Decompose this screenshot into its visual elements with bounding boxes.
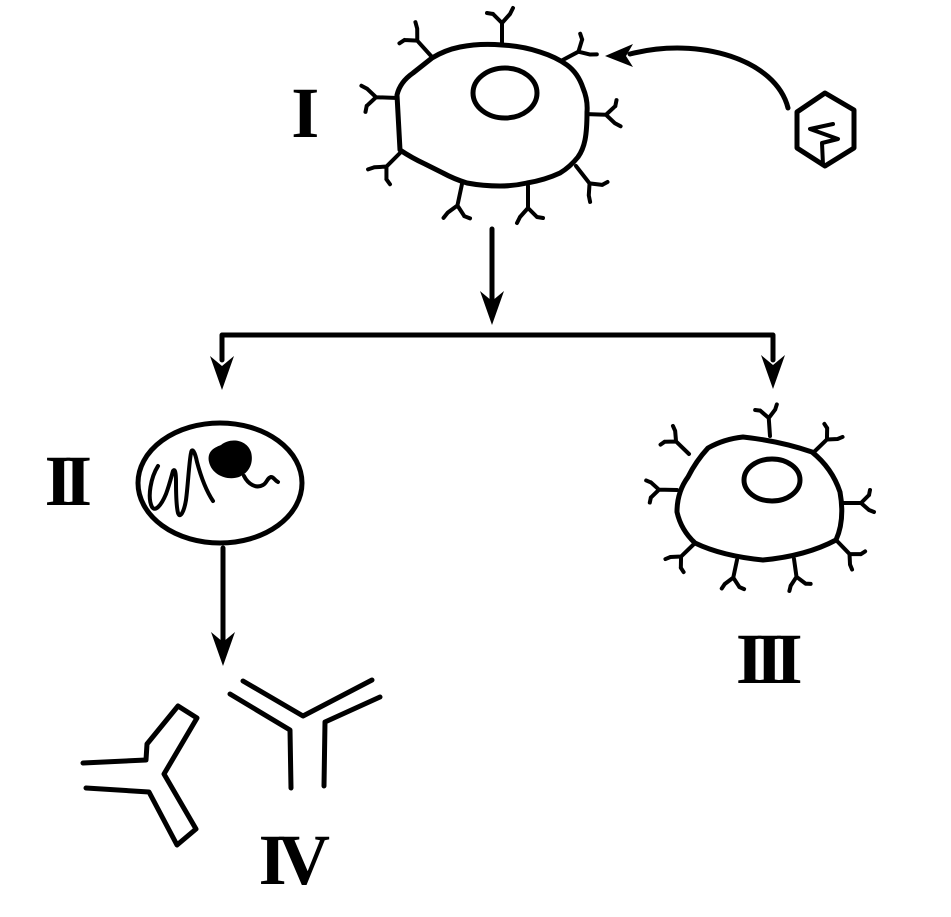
receptor-icon	[515, 184, 545, 225]
label-cell-III: III	[736, 619, 801, 699]
antibody-left-inner-arm-stem	[227, 691, 294, 791]
arrowhead-icon	[480, 291, 504, 325]
b-cell-with-receptors-icon	[360, 6, 621, 226]
b-cell-nucleus	[470, 65, 540, 121]
arrow-curve	[627, 45, 791, 111]
antibody-right-inner-arm-stem	[321, 694, 383, 789]
antibody-double-line-icon	[227, 677, 383, 791]
receptor-icon	[719, 556, 752, 596]
label-cell-II: II	[45, 441, 90, 521]
receptor-icon	[441, 179, 479, 226]
receptor-icon	[841, 488, 876, 514]
antigen-binding-arrow	[605, 44, 791, 111]
arrowhead-left-icon	[210, 356, 234, 390]
receptor-icon	[360, 86, 398, 113]
antibody-outer-arms	[240, 677, 375, 719]
memory-cell-nucleus	[741, 456, 803, 504]
antigen-epitope-squiggle	[808, 122, 840, 167]
antigen-body	[794, 90, 857, 169]
receptor-icon	[655, 423, 698, 466]
antibody-secretion-arrow	[211, 545, 235, 666]
memory-cell-with-receptors-icon	[643, 402, 876, 596]
receptor-icon	[783, 555, 814, 593]
plasma-cell-nucleus	[208, 440, 252, 479]
nucleus-tail-squiggle	[242, 474, 280, 489]
endoplasmic-reticulum-squiggle	[147, 448, 215, 518]
label-cell-I: I	[291, 73, 317, 153]
receptor-icon	[485, 6, 515, 47]
antibody-outline-icon	[80, 703, 200, 848]
label-antibodies-IV: IV	[259, 820, 330, 900]
receptor-icon	[752, 402, 781, 439]
activation-arrow	[480, 226, 504, 325]
plasma-cell-icon	[135, 420, 305, 546]
receptor-icon	[643, 478, 680, 505]
branch-connector	[210, 332, 785, 390]
antibody-y-icons	[80, 677, 383, 848]
arrowhead-icon	[605, 44, 633, 67]
antigen-hexagon-icon	[794, 90, 857, 169]
branch-line	[219, 332, 776, 363]
arrowhead-icon	[211, 632, 235, 666]
arrowhead-right-icon	[761, 355, 785, 389]
